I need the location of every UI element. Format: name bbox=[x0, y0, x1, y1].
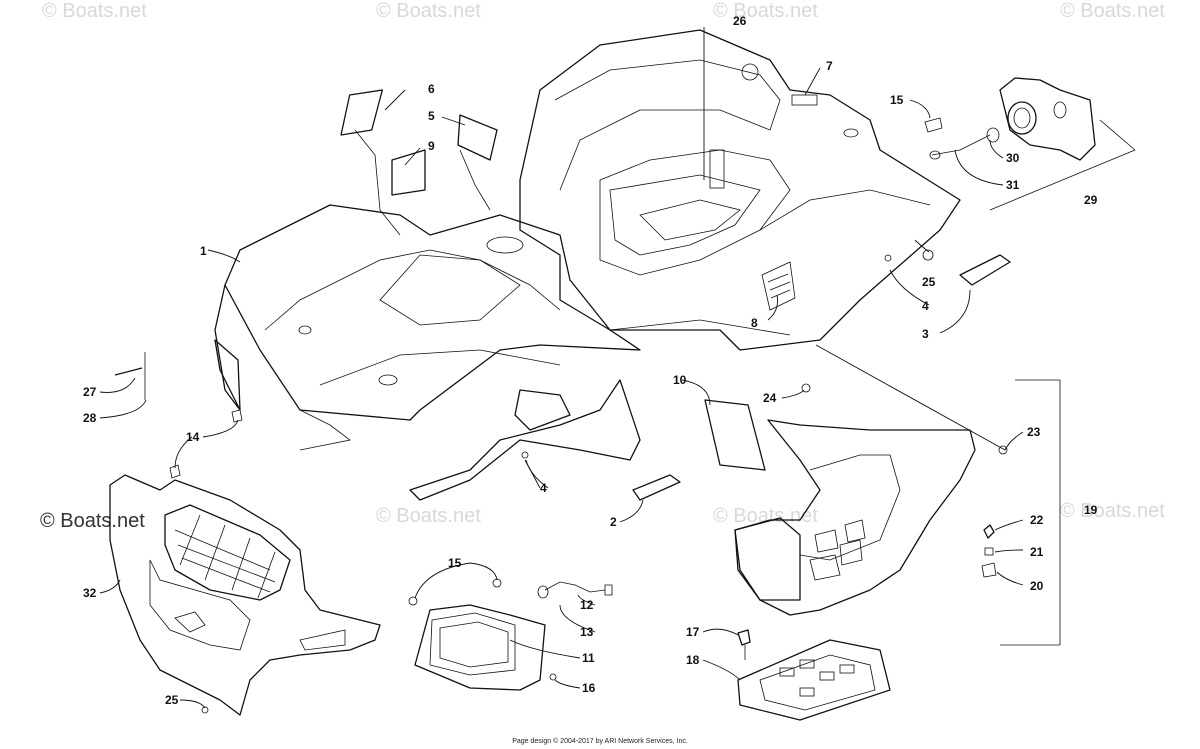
callout-1: 1 bbox=[200, 244, 207, 258]
callout-30: 30 bbox=[1006, 151, 1020, 165]
callout-29: 29 bbox=[1084, 193, 1098, 207]
callout-32: 32 bbox=[83, 586, 97, 600]
reflector-rear bbox=[884, 249, 1011, 286]
footrest-plate bbox=[737, 629, 891, 721]
callout-labels: 26 7 6 5 9 15 30 31 29 1 25 4 8 3 27 28 … bbox=[83, 14, 1098, 707]
callout-2: 2 bbox=[610, 515, 617, 529]
callout-8: 8 bbox=[751, 316, 758, 330]
callout-14: 14 bbox=[186, 430, 200, 444]
callout-19: 19 bbox=[1084, 503, 1098, 517]
callout-27: 27 bbox=[83, 385, 97, 399]
watermark-mid-center-left: © Boats.net bbox=[376, 505, 481, 527]
footwell-assembly bbox=[734, 379, 1061, 646]
footer-copyright: Page design © 2004-2017 by ARI Network S… bbox=[512, 738, 688, 745]
callout-31: 31 bbox=[1006, 178, 1020, 192]
small-hardware-left bbox=[114, 352, 243, 479]
callout-15-bottom: 15 bbox=[448, 556, 462, 570]
callout-11: 11 bbox=[582, 651, 595, 665]
front-fender-body bbox=[214, 204, 641, 501]
callout-23: 23 bbox=[1027, 425, 1041, 439]
decal-parts bbox=[340, 89, 498, 236]
watermark-mid-center-right: © Boats.net bbox=[713, 505, 818, 527]
callout-13: 13 bbox=[580, 625, 594, 639]
rear-rack-body bbox=[519, 29, 961, 351]
callout-24: 24 bbox=[763, 391, 777, 405]
watermark-mid-right: © Boats.net bbox=[1060, 500, 1165, 522]
watermark-top-right: © Boats.net bbox=[1060, 0, 1165, 22]
callout-28: 28 bbox=[83, 411, 97, 425]
watermark-top-left: © Boats.net bbox=[42, 0, 147, 22]
reflector-front bbox=[521, 451, 681, 501]
callout-22: 22 bbox=[1030, 513, 1044, 527]
callout-18: 18 bbox=[686, 653, 700, 667]
callout-26: 26 bbox=[733, 14, 747, 28]
headlight-assembly-rear bbox=[924, 77, 1136, 211]
callout-5: 5 bbox=[428, 109, 435, 123]
callout-10: 10 bbox=[673, 373, 687, 387]
callout-25-bottom: 25 bbox=[165, 693, 179, 707]
watermark-top-center-right: © Boats.net bbox=[713, 0, 818, 22]
leader-lines bbox=[99, 27, 1024, 709]
callout-3: 3 bbox=[922, 327, 929, 341]
callout-12: 12 bbox=[580, 598, 594, 612]
callout-16: 16 bbox=[582, 681, 596, 695]
callout-25-right: 25 bbox=[922, 275, 936, 289]
callout-4-left: 4 bbox=[540, 481, 547, 495]
footwell-fasteners bbox=[981, 524, 997, 578]
callout-4-right: 4 bbox=[922, 299, 929, 313]
watermark-mid-left: © Boats.net bbox=[40, 510, 145, 532]
grille-mesh bbox=[174, 514, 276, 599]
callout-17: 17 bbox=[686, 625, 700, 639]
front-bumper-grille bbox=[109, 474, 381, 716]
callout-15-top: 15 bbox=[890, 93, 904, 107]
callout-21: 21 bbox=[1030, 545, 1044, 559]
callout-20: 20 bbox=[1030, 579, 1044, 593]
callout-7: 7 bbox=[826, 59, 833, 73]
decal-10 bbox=[704, 399, 766, 471]
watermark-top-center-left: © Boats.net bbox=[376, 0, 481, 22]
headlight-assembly-front bbox=[408, 578, 613, 691]
callout-9: 9 bbox=[428, 139, 435, 153]
callout-6: 6 bbox=[428, 82, 435, 96]
